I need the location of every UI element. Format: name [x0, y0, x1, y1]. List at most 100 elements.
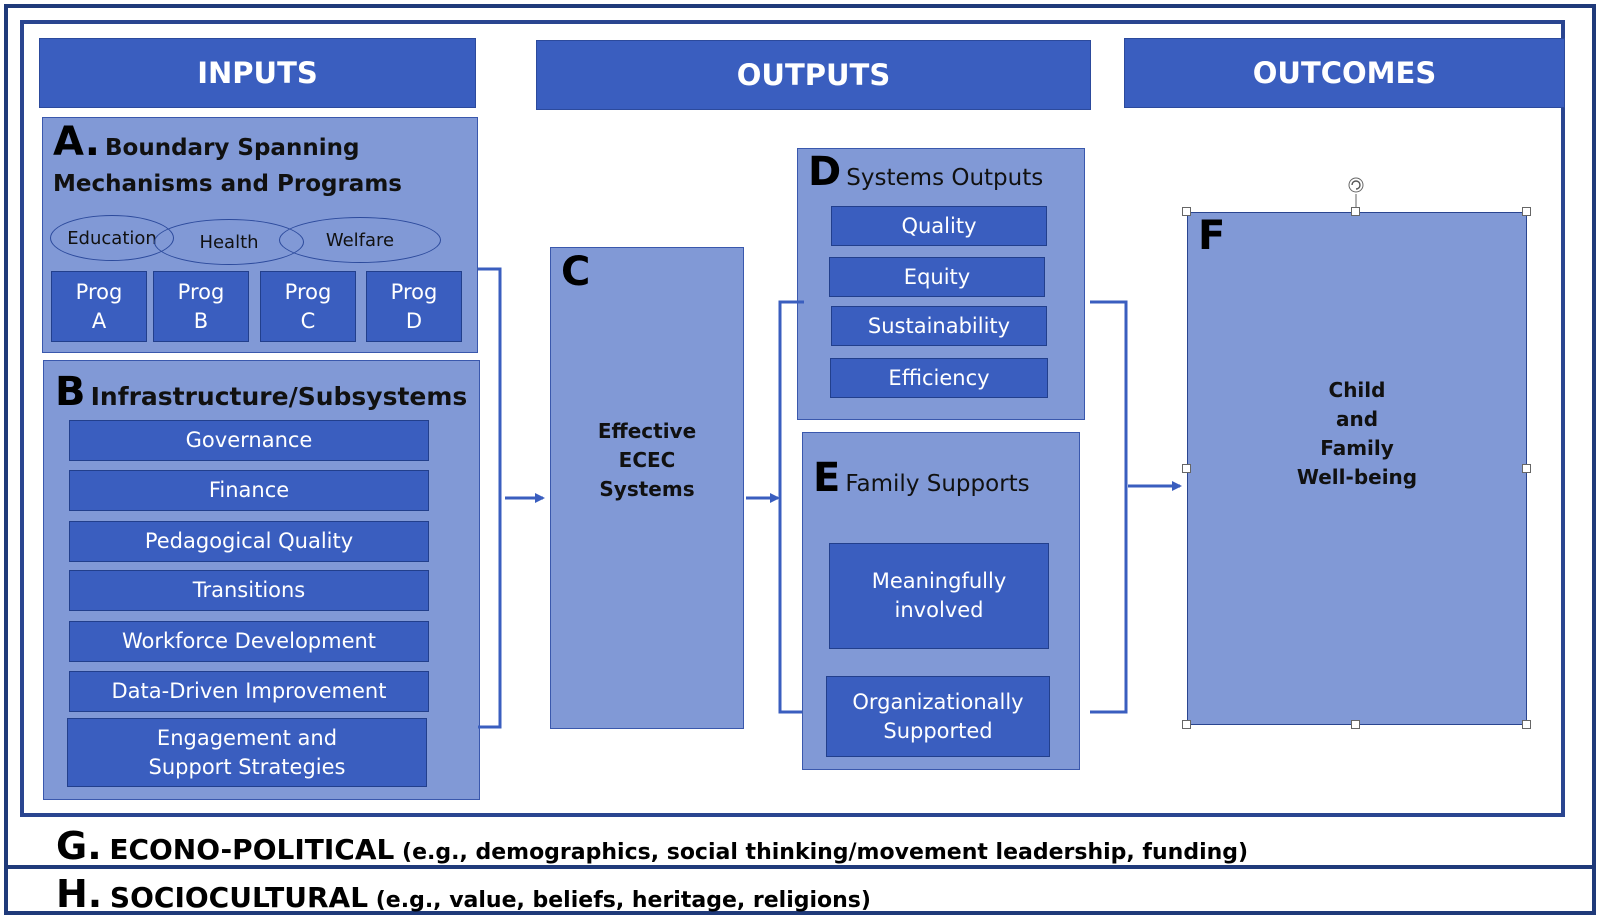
resize-handle[interactable]: [1522, 464, 1531, 473]
subsystem-box: Transitions: [69, 570, 429, 611]
footer-h-letter: H.: [56, 872, 103, 916]
system-output-box: Equity: [829, 257, 1045, 297]
subsystem-label: Engagement and Support Strategies: [148, 725, 346, 779]
section-e-letter: E: [813, 455, 841, 501]
section-a-title-line2: Mechanisms and Programs: [53, 171, 402, 197]
subsystem-box: Governance: [69, 420, 429, 461]
system-output-label: Quality: [901, 213, 977, 238]
program-label: Prog: [177, 279, 225, 304]
section-d-heading: D Systems Outputs: [808, 152, 1043, 192]
resize-handle[interactable]: [1351, 207, 1360, 216]
domain-label: Health: [199, 231, 259, 253]
rotate-handle-icon: [1348, 177, 1364, 207]
resize-handle[interactable]: [1182, 207, 1191, 216]
section-f-label-line: Child: [1328, 378, 1386, 402]
header-inputs-label: INPUTS: [197, 56, 318, 90]
resize-handle[interactable]: [1522, 720, 1531, 729]
section-e-title: Family Supports: [845, 471, 1030, 497]
inner-frame: [20, 20, 1565, 817]
section-a-title-line1: Boundary Spanning: [105, 135, 360, 161]
program-box-d: Prog D: [366, 271, 462, 342]
footer-h-title: SOCIOCULTURAL: [109, 881, 369, 914]
section-c-letter: C: [561, 249, 591, 295]
system-output-label: Equity: [903, 264, 971, 289]
section-c-panel: [550, 247, 744, 729]
bracket-outputs-right: [1090, 300, 1128, 714]
section-f-label: Child and Family Well-being: [1187, 376, 1527, 492]
family-support-box: Meaningfully involved: [829, 543, 1049, 649]
system-output-box: Sustainability: [831, 306, 1047, 346]
family-support-label: Meaningfully: [871, 569, 1007, 593]
section-c-label-line: Systems: [599, 477, 695, 501]
section-b-letter: B: [55, 369, 86, 415]
resize-handle[interactable]: [1182, 720, 1191, 729]
program-label: Prog: [390, 279, 438, 304]
system-output-label: Efficiency: [888, 365, 990, 390]
subsystem-label: Finance: [208, 478, 290, 502]
family-support-label: involved: [894, 598, 984, 622]
footer-divider: [4, 865, 1596, 869]
program-box-c: Prog C: [260, 271, 356, 342]
subsystem-label: Transitions: [192, 578, 306, 602]
footer-h-detail: (e.g., value, beliefs, heritage, religio…: [375, 888, 871, 913]
resize-handle[interactable]: [1182, 464, 1191, 473]
section-c-label-line: Effective: [597, 419, 697, 443]
program-letter: C: [300, 308, 316, 333]
footer-g: G. ECONO-POLITICAL (e.g., demographics, …: [56, 824, 1248, 868]
subsystem-label: Governance: [185, 428, 313, 452]
section-a-letter: A.: [53, 119, 100, 165]
header-outcomes: OUTCOMES: [1124, 38, 1565, 108]
outer-frame: [4, 4, 1596, 915]
subsystem-box: Workforce Development: [69, 621, 429, 662]
subsystem-label: Data-Driven Improvement: [111, 679, 387, 703]
domain-label: Welfare: [325, 229, 395, 251]
section-b-title: Infrastructure/Subsystems: [90, 382, 468, 411]
program-box-b: Prog B: [153, 271, 249, 342]
subsystem-label: Workforce Development: [121, 629, 377, 653]
subsystem-box: Engagement and Support Strategies: [67, 718, 427, 787]
section-a-heading: A. Boundary Spanning: [53, 122, 359, 162]
system-output-box: Efficiency: [830, 358, 1048, 398]
bracket-outputs-left: [778, 300, 804, 714]
section-f-label-line: Family: [1320, 436, 1394, 460]
section-f-label-line: and: [1335, 407, 1379, 431]
program-label: Prog: [75, 279, 123, 304]
program-box-a: Prog A: [51, 271, 147, 342]
system-output-label: Sustainability: [867, 313, 1011, 338]
subsystem-box: Data-Driven Improvement: [69, 671, 429, 712]
program-letter: B: [193, 308, 209, 333]
resize-handle[interactable]: [1522, 207, 1531, 216]
header-outputs-label: OUTPUTS: [736, 58, 891, 92]
header-inputs: INPUTS: [39, 38, 476, 108]
section-c-label-line: ECEC: [618, 448, 676, 472]
subsystem-box: Pedagogical Quality: [69, 521, 429, 562]
family-support-label: Organizationally: [852, 689, 1024, 714]
section-f-letter: F: [1198, 213, 1226, 259]
section-f-panel[interactable]: [1187, 212, 1527, 725]
bracket-inputs: [478, 267, 502, 729]
footer-g-detail: (e.g., demographics, social thinking/mov…: [402, 840, 1249, 865]
subsystem-box: Finance: [69, 470, 429, 511]
section-d-title: Systems Outputs: [846, 165, 1044, 191]
section-f-label-line: Well-being: [1296, 465, 1418, 489]
subsystem-label: Pedagogical Quality: [144, 529, 354, 553]
footer-g-letter: G.: [56, 824, 102, 868]
program-label: Prog: [284, 279, 332, 304]
header-outputs: OUTPUTS: [536, 40, 1091, 110]
section-e-heading: E Family Supports: [813, 458, 1030, 498]
section-d-letter: D: [808, 149, 842, 195]
system-output-box: Quality: [831, 206, 1047, 246]
family-support-box: Organizationally Supported: [826, 676, 1050, 757]
header-outcomes-label: OUTCOMES: [1252, 56, 1437, 90]
program-letter: D: [405, 308, 423, 333]
footer-h: H. SOCIOCULTURAL (e.g., value, beliefs, …: [56, 872, 871, 916]
resize-handle[interactable]: [1351, 720, 1360, 729]
domain-label: Education: [67, 227, 157, 249]
domain-ellipse-welfare: Welfare: [279, 217, 441, 263]
section-c-label: Effective ECEC Systems: [550, 417, 744, 504]
footer-g-title: ECONO-POLITICAL: [109, 833, 395, 866]
family-support-label: Supported: [883, 718, 993, 743]
program-letter: A: [91, 308, 107, 333]
section-b-heading: B Infrastructure/Subsystems: [55, 372, 467, 412]
